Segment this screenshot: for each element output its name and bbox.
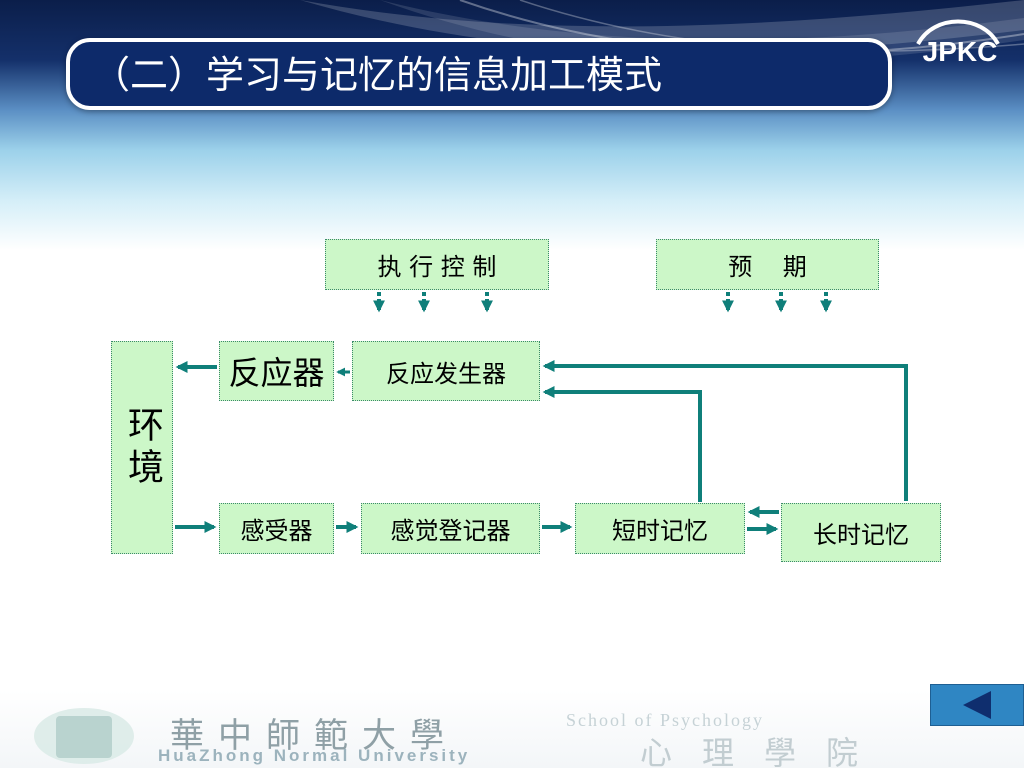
university-seal-emblem-icon — [56, 716, 112, 758]
university-name-en: HuaZhong Normal University — [158, 746, 471, 765]
stm-to-response-generator-arrow — [542, 386, 702, 502]
school-name-cn: 心理學院 — [640, 734, 889, 772]
short-term-memory-box: 短时记忆 — [575, 503, 745, 554]
effector-box: 反应器 — [219, 341, 334, 401]
triangle-left-icon — [963, 691, 991, 719]
back-button[interactable] — [930, 684, 1024, 726]
executive-control-box: 执 行 控 制 — [325, 239, 549, 290]
environment-box: 环境 — [111, 341, 173, 554]
jpkc-logo: JPKC — [922, 36, 998, 67]
ltm-to-response-generator-arrow — [542, 360, 908, 501]
school-name-en: School of Psychology — [566, 710, 765, 730]
university-name-cn: 華中師範大學 — [170, 716, 458, 756]
receptor-box: 感受器 — [219, 503, 334, 554]
expectation-box: 预 期 — [656, 239, 879, 290]
page-title: （二）学习与记忆的信息加工模式 — [92, 53, 663, 97]
long-term-memory-box: 长时记忆 — [781, 503, 941, 562]
title-bar: （二）学习与记忆的信息加工模式 — [66, 38, 892, 110]
sensory-register-box: 感觉登记器 — [361, 503, 540, 554]
jpkc-logo-arc-icon — [916, 19, 1000, 46]
response-generator-box: 反应发生器 — [352, 341, 540, 401]
